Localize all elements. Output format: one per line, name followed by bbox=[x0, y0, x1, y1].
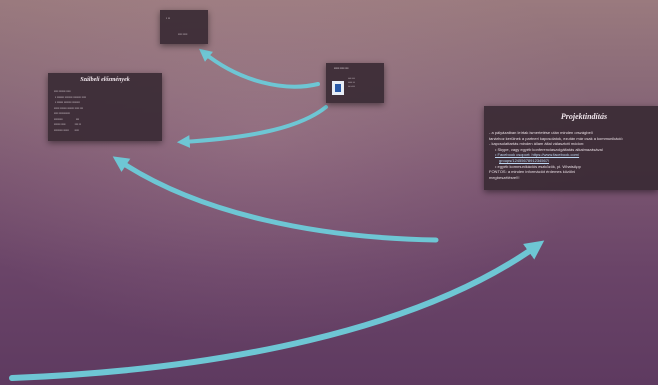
facebook-link-cont[interactable]: groups/1245567891234567/ bbox=[499, 157, 550, 163]
document-thumbnail bbox=[332, 81, 344, 95]
frame-small-lines: ▪▪▪▪ ▪▪▪▪▪▪▪▪ ▪▪▪▪▪ ▪▪▪▪ bbox=[348, 77, 355, 88]
facebook-link[interactable]: • Facebook csoport: https://www.facebook… bbox=[495, 152, 580, 158]
frame-right-title: Projektindítás bbox=[560, 112, 608, 121]
frame-top[interactable]: ▪ ▪▪ ▪▪▪▪ ▪▪▪▪ bbox=[160, 10, 208, 44]
arrow-middle bbox=[112, 156, 439, 243]
frame-small-title: ▪▪▪▪▪ ▪▪▪▪ ▪▪▪ bbox=[334, 66, 349, 70]
frame-right-line: FONTOS: a minden információt érdemes köz… bbox=[489, 169, 576, 175]
frame-right-line: - a pályázatban leírtak ismertetése után… bbox=[489, 130, 593, 135]
arrow-bottom bbox=[9, 240, 545, 381]
arrow-top bbox=[199, 48, 320, 89]
frame-right-body: - a pályázatban leírtak ismertetése után… bbox=[489, 130, 623, 180]
frame-small[interactable]: ▪▪▪▪▪ ▪▪▪▪ ▪▪▪ ▪▪▪▪ ▪▪▪▪▪▪▪▪ ▪▪▪▪▪ ▪▪▪▪ bbox=[326, 63, 384, 103]
frame-right-line: tanárhoz kerülnek a partneri kapcsolatok… bbox=[489, 135, 623, 141]
frame-top-text: ▪ ▪▪ bbox=[166, 16, 171, 20]
frame-right-line: megbeszélésre!!! bbox=[489, 174, 520, 180]
frame-right-line: - kapcsolattartás minden állam által vál… bbox=[489, 141, 585, 147]
frame-left-body: ▪▪▪▪ ▪▪▪▪▪▪ ▪▪▪▪ ▪ ▪▪▪▪▪▪▪ ▪▪▪▪▪▪▪ ▪▪▪▪▪… bbox=[54, 89, 86, 132]
frame-right[interactable]: Projektindítás - a pályázatban leírtak i… bbox=[484, 106, 658, 190]
frame-right-line: • Skype, vagy egyéb konferenciaszolgálta… bbox=[495, 146, 603, 152]
frame-top-text-2: ▪▪▪▪ ▪▪▪▪ bbox=[178, 32, 188, 36]
arrow-upper bbox=[176, 105, 328, 148]
frame-right-line: • egyéb kommunikációs eszközök, pl. What… bbox=[495, 163, 581, 169]
frame-left[interactable]: Szálbeli előzmények ▪▪▪▪ ▪▪▪▪▪▪ ▪▪▪▪ ▪ ▪… bbox=[48, 73, 162, 141]
frame-left-title: Szálbeli előzmények bbox=[80, 77, 130, 83]
